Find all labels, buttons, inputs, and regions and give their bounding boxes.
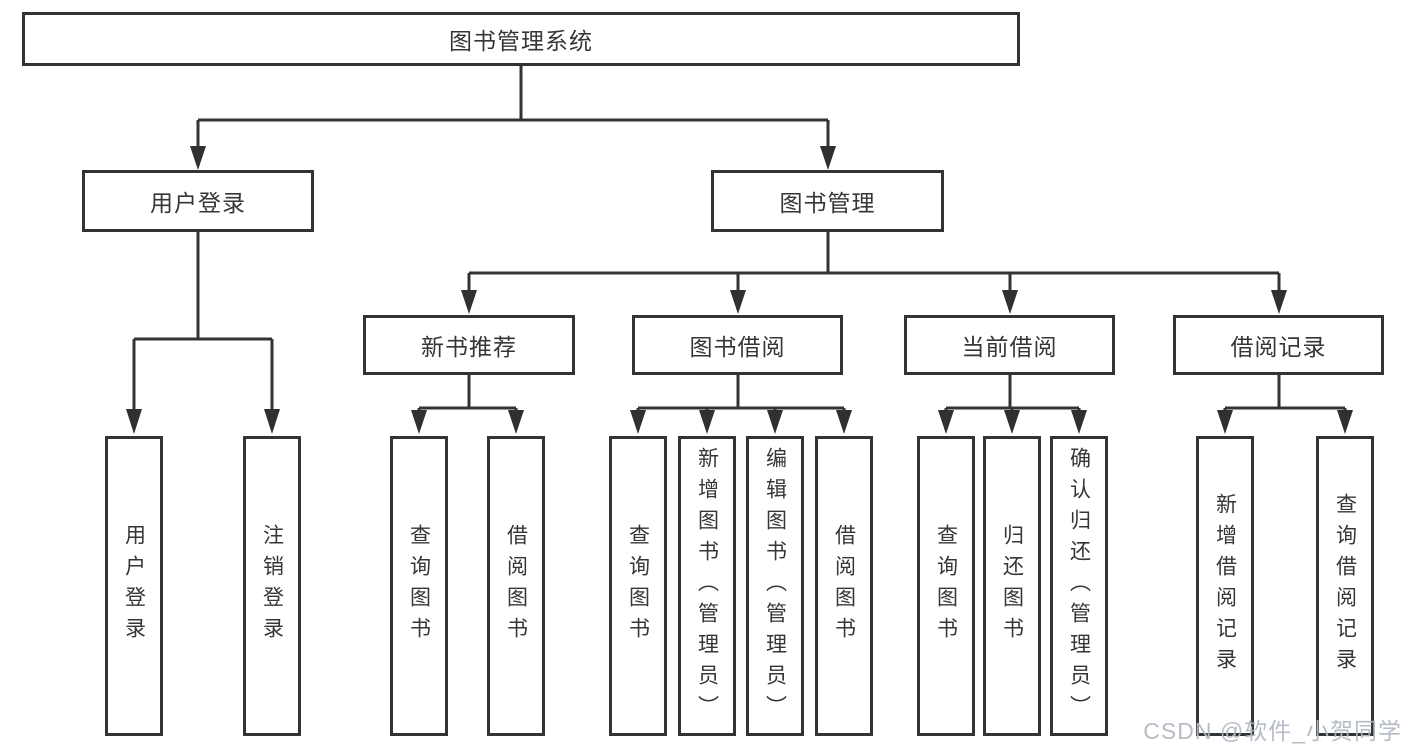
node-label: 查询图书	[407, 524, 431, 648]
leaf-borrow-books-2: 借阅图书	[815, 436, 873, 736]
node-label: 编辑图书（管理员）	[763, 446, 787, 726]
node-label: 新增图书（管理员）	[695, 446, 719, 726]
connector-book-borrow	[636, 375, 846, 411]
node-current-borrowing: 当前借阅	[904, 315, 1115, 375]
node-label: 查询图书	[934, 524, 958, 648]
node-label: 新书推荐	[421, 334, 517, 360]
leaf-query-books-2: 查询图书	[609, 436, 667, 736]
node-label: 查询借阅记录	[1333, 493, 1357, 679]
node-label: 当前借阅	[961, 334, 1058, 360]
node-label: 图书管理	[779, 190, 876, 216]
node-label: 图书借阅	[689, 334, 786, 360]
connector-current-borrow	[944, 375, 1081, 411]
connector-borrow-records	[1223, 375, 1347, 411]
leaf-logout: 注销登录	[243, 436, 301, 736]
connector-new-book	[417, 375, 518, 411]
leaf-query-books-1: 查询图书	[390, 436, 448, 736]
connector-book-mgmt	[467, 232, 1281, 291]
arrowheads-borrow-records-leaves	[1217, 410, 1353, 434]
leaf-query-books-3: 查询图书	[917, 436, 975, 736]
node-label: 用户登录	[122, 524, 146, 648]
connector-login-group	[132, 232, 274, 410]
leaf-query-borrow-record: 查询借阅记录	[1316, 436, 1374, 736]
arrowheads-level3	[461, 290, 1287, 314]
arrowheads-level2	[190, 146, 836, 170]
connector-root-to-level2	[196, 66, 830, 148]
node-label: 新增借阅记录	[1213, 493, 1237, 679]
leaf-confirm-return-admin: 确认归还（管理员）	[1050, 436, 1108, 736]
node-new-book-recommend: 新书推荐	[363, 315, 575, 375]
csdn-watermark: CSDN @软件_小贺同学	[1143, 718, 1402, 744]
leaf-borrow-books-1: 借阅图书	[487, 436, 545, 736]
leaf-add-books-admin: 新增图书（管理员）	[678, 436, 736, 736]
node-book-management: 图书管理	[711, 170, 944, 232]
leaf-return-books: 归还图书	[983, 436, 1041, 736]
node-label: 借阅记录	[1230, 334, 1327, 360]
node-book-borrowing: 图书借阅	[632, 315, 843, 375]
node-label: 借阅图书	[504, 524, 528, 648]
node-label: 查询图书	[626, 524, 650, 648]
leaf-edit-books-admin: 编辑图书（管理员）	[746, 436, 804, 736]
node-label: 图书管理系统	[449, 28, 593, 54]
arrowheads-current-borrow-leaves	[938, 410, 1087, 434]
node-label: 确认归还（管理员）	[1067, 446, 1091, 726]
node-library-system: 图书管理系统	[22, 12, 1020, 66]
node-user-login-group: 用户登录	[82, 170, 314, 232]
arrowheads-login-leaves	[126, 409, 280, 434]
arrowheads-new-book-leaves	[411, 410, 524, 434]
node-label: 借阅图书	[832, 524, 856, 648]
node-borrowing-records: 借阅记录	[1173, 315, 1384, 375]
node-label: 用户登录	[150, 190, 246, 216]
leaf-user-login: 用户登录	[105, 436, 163, 736]
node-label: 注销登录	[260, 524, 284, 648]
arrowheads-book-borrow-leaves	[630, 410, 852, 434]
node-label: 归还图书	[1000, 524, 1024, 648]
leaf-add-borrow-record: 新增借阅记录	[1196, 436, 1254, 736]
